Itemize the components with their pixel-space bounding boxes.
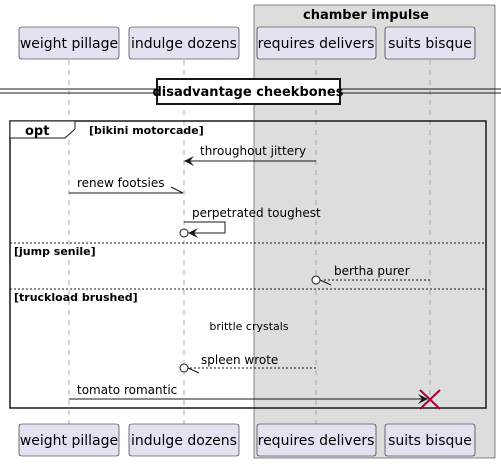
participant-weight-pillage-top[interactable]: weight pillage bbox=[18, 26, 120, 60]
fragment-else-guard: [truckload brushed] bbox=[14, 291, 138, 304]
divider-label: disadvantage cheekbones bbox=[152, 85, 343, 100]
spacer-label: brittle crystals bbox=[209, 320, 288, 333]
fragment-frame bbox=[9, 120, 487, 409]
participant-group-box bbox=[253, 4, 496, 459]
participant-requires-delivers-top[interactable]: requires delivers bbox=[256, 26, 377, 60]
svg-text:tomato romantic: tomato romantic bbox=[77, 383, 177, 397]
svg-text:bertha purer: bertha purer bbox=[334, 264, 410, 278]
svg-text:renew footsies: renew footsies bbox=[77, 176, 165, 190]
participant-weight-pillage-bottom[interactable]: weight pillage bbox=[18, 423, 120, 457]
svg-text:perpetrated toughest: perpetrated toughest bbox=[192, 206, 321, 220]
fragment-keyword: opt bbox=[25, 124, 49, 139]
participant-label: suits bisque bbox=[388, 433, 472, 449]
svg-text:throughout jittery: throughout jittery bbox=[200, 144, 306, 158]
svg-text:spleen wrote: spleen wrote bbox=[201, 353, 278, 367]
participant-requires-delivers-bottom[interactable]: requires delivers bbox=[256, 423, 377, 457]
participant-label: suits bisque bbox=[388, 36, 472, 52]
participant-label: indulge dozens bbox=[131, 36, 237, 52]
participant-group-title: chamber impulse bbox=[303, 8, 429, 23]
message-renew-footsies: renew footsies bbox=[69, 176, 184, 194]
participant-label: weight pillage bbox=[20, 433, 118, 449]
fragment-else-guard: [jump senile] bbox=[14, 245, 96, 258]
participant-indulge-dozens-top[interactable]: indulge dozens bbox=[128, 26, 240, 60]
participant-label: indulge dozens bbox=[131, 433, 237, 449]
message-tomato-romantic: tomato romantic bbox=[69, 383, 428, 404]
participant-label: requires delivers bbox=[258, 36, 375, 52]
participant-label: weight pillage bbox=[20, 36, 118, 52]
destroy-icon bbox=[419, 389, 441, 410]
participant-label: requires delivers bbox=[258, 433, 375, 449]
message-throughout-jittery: throughout jittery bbox=[184, 144, 316, 166]
message-perpetrated-toughest: perpetrated toughest bbox=[179, 206, 321, 238]
participant-suits-bisque-top[interactable]: suits bisque bbox=[384, 26, 476, 60]
participant-indulge-dozens-bottom[interactable]: indulge dozens bbox=[128, 423, 240, 457]
fragment-guard: [bikini motorcade] bbox=[89, 124, 204, 137]
participant-suits-bisque-bottom[interactable]: suits bisque bbox=[384, 423, 476, 457]
message-spleen-wrote: spleen wrote bbox=[179, 353, 316, 374]
divider: disadvantage cheekbones bbox=[0, 78, 501, 105]
fragment-tab bbox=[9, 120, 76, 139]
message-bertha-purer: bertha purer bbox=[311, 264, 430, 286]
